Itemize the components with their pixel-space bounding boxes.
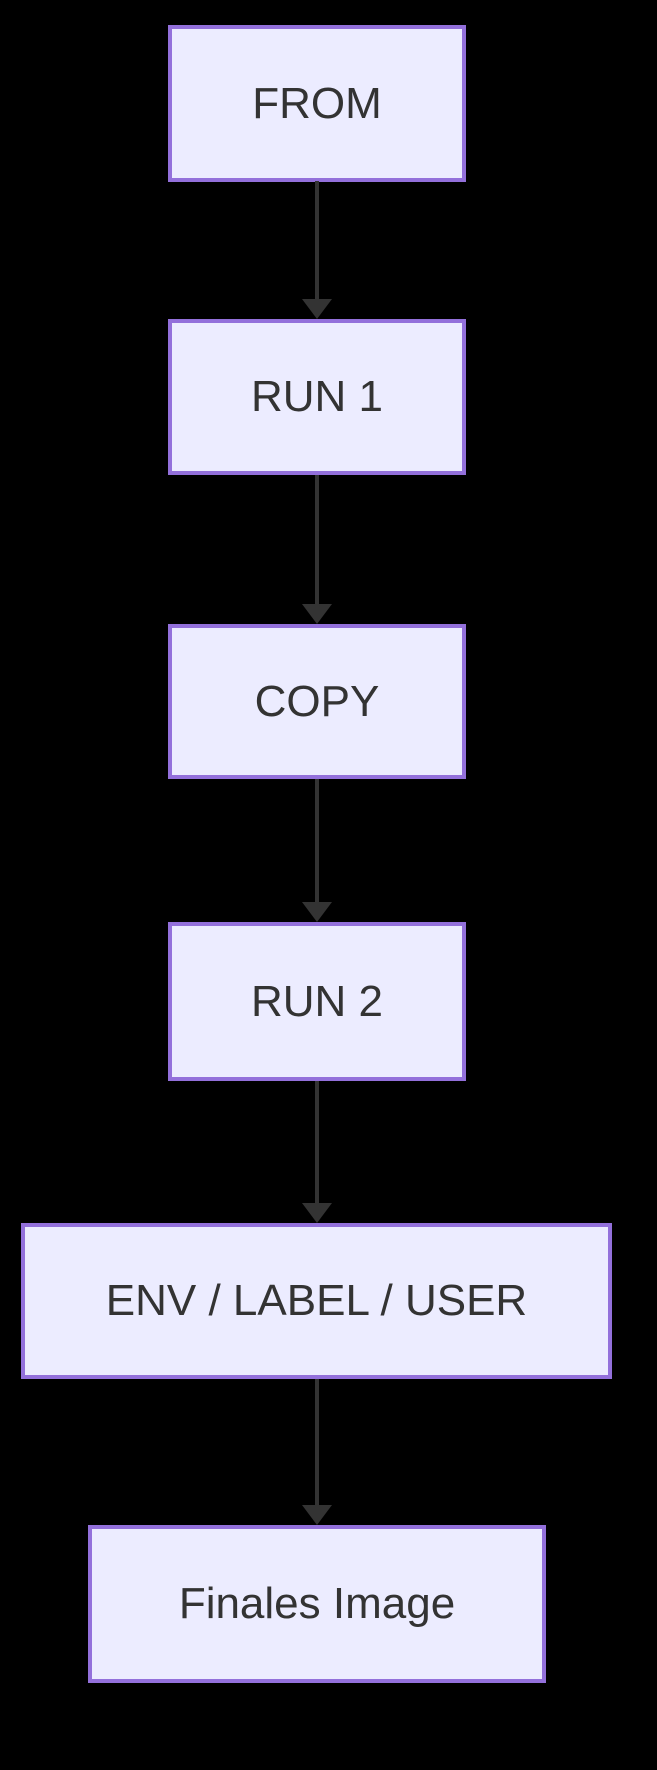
edge-line (315, 181, 319, 299)
node-finales-image: Finales Image (88, 1525, 546, 1683)
arrowhead-down-icon (302, 902, 332, 922)
node-env-label-user-label: ENV / LABEL / USER (105, 1276, 528, 1325)
edge-copy-run2 (302, 779, 332, 922)
arrowhead-down-icon (302, 1505, 332, 1525)
arrowhead-down-icon (302, 299, 332, 319)
node-run2: RUN 2 (168, 922, 466, 1081)
edge-line (315, 1081, 319, 1203)
edge-line (315, 475, 319, 604)
edge-line (315, 1379, 319, 1505)
edge-env-finales-image (302, 1379, 332, 1525)
node-env-label-user: ENV / LABEL / USER (21, 1223, 612, 1379)
node-run1-label: RUN 1 (250, 372, 384, 421)
node-copy-label: COPY (254, 676, 380, 726)
arrowhead-down-icon (302, 1203, 332, 1223)
node-from-label: FROM (252, 78, 382, 128)
edge-run2-env (302, 1081, 332, 1223)
node-copy: COPY (168, 624, 466, 779)
edge-line (315, 779, 319, 902)
edge-run1-copy (302, 475, 332, 624)
node-finales-image-label: Finales Image (178, 1579, 456, 1628)
arrowhead-down-icon (302, 604, 332, 624)
node-from: FROM (168, 25, 466, 182)
node-run2-label: RUN 2 (250, 976, 384, 1026)
edge-from-run1 (302, 181, 332, 319)
node-run1: RUN 1 (168, 319, 466, 475)
